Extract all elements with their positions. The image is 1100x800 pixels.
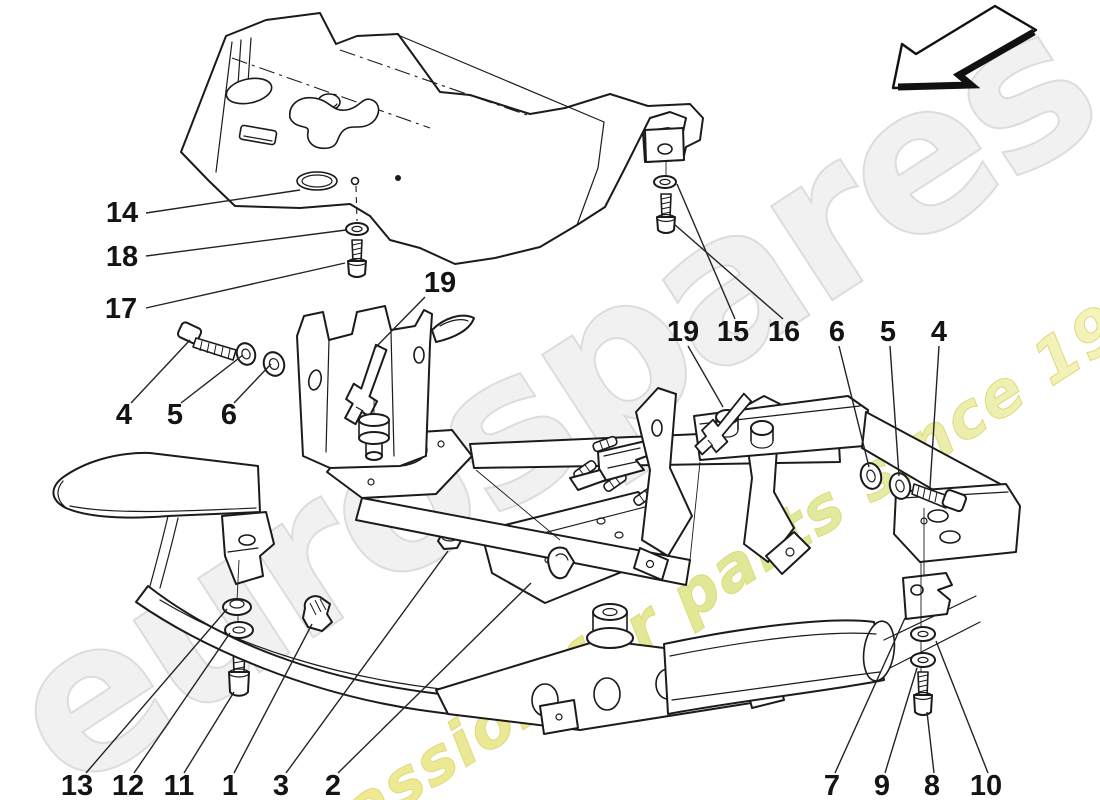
leader-line-7 [834,617,906,774]
u-clip [547,546,575,580]
callout-label-6: 6 [221,399,237,431]
leader-line-9 [884,667,918,774]
left-mount-bracket [221,511,275,585]
callout-label-4: 4 [116,399,132,431]
callout-label-17: 17 [105,293,137,325]
panel-screw-hole [350,176,360,186]
subframe-drawing [52,305,1021,735]
washer-13 [222,598,252,616]
leader-line-6 [233,363,272,404]
leader-line-10 [935,640,989,774]
washer-6-left [262,351,286,377]
panel-rib-channel [289,96,380,150]
panel-oval-hole [225,77,273,105]
leader-line-19 [687,345,724,408]
bolt-4-left [176,321,237,361]
callout-label-5: 5 [880,316,896,348]
leader-line-16 [673,223,784,320]
clamp-1 [302,595,333,632]
washer-9 [910,652,936,668]
bolt-16 [656,193,676,234]
left-arm-tube [52,451,261,519]
callout-label-12: 12 [112,770,144,800]
undertray-panel [180,12,704,265]
callout-label-10: 10 [970,770,1002,800]
leader-line-1 [233,623,313,774]
rear-cylinder [663,595,981,715]
callout-label-14: 14 [106,197,138,229]
leader-line-14 [145,189,301,214]
bolt-17 [347,239,367,278]
callout-label-3: 3 [273,770,289,800]
direction-arrow-icon [891,4,1038,91]
leader-line-12 [133,632,231,774]
callout-label-19: 19 [667,316,699,348]
leader-line-3 [285,550,449,774]
callout-label-2: 2 [325,770,341,800]
callout-label-7: 7 [824,770,840,800]
center-bushing [358,400,390,461]
washer-5-left [235,342,257,366]
frame-bushing [586,603,634,649]
leader-line-5 [180,354,244,404]
washer-15-and-bolt-16 [653,162,677,234]
leader-line-6 [838,345,870,468]
callout-label-5: 5 [167,399,183,431]
callout-label-18: 18 [106,241,138,273]
flag-bracket-7 [902,562,953,676]
callout-label-4: 4 [931,316,947,348]
callout-label-1: 1 [222,770,238,800]
bolt-4-right [911,483,967,513]
leader-line-17 [145,262,346,309]
leader-line-2 [337,582,532,774]
front-rail [355,497,691,586]
leader-line-18 [145,229,347,257]
callout-label-15: 15 [717,316,749,348]
callout-label-19: 19 [424,267,456,299]
washer-5-right [888,472,912,500]
leader-line-4 [130,339,191,404]
leader-line-5 [889,345,900,477]
leader-line-13 [85,608,228,774]
leader-line-4 [929,345,940,488]
callout-label-8: 8 [924,770,940,800]
callout-label-11: 11 [164,770,195,800]
leader-line-11 [183,691,235,774]
callout-label-6: 6 [829,316,845,348]
washer-15 [653,175,677,189]
panel-screw-dot [395,175,401,181]
callout-label-16: 16 [768,316,800,348]
end-plate [893,483,1021,576]
callout-label-9: 9 [874,770,890,800]
leader-line-8 [926,711,935,774]
washer-10 [910,626,936,642]
washer-18-and-bolt-17 [345,185,369,278]
leader-line-19 [373,296,426,350]
washer-18 [345,222,369,236]
bolt-8 [913,671,933,716]
bracket-hook [431,314,475,343]
washer-12 [224,621,254,639]
callout-label-13: 13 [61,770,93,800]
